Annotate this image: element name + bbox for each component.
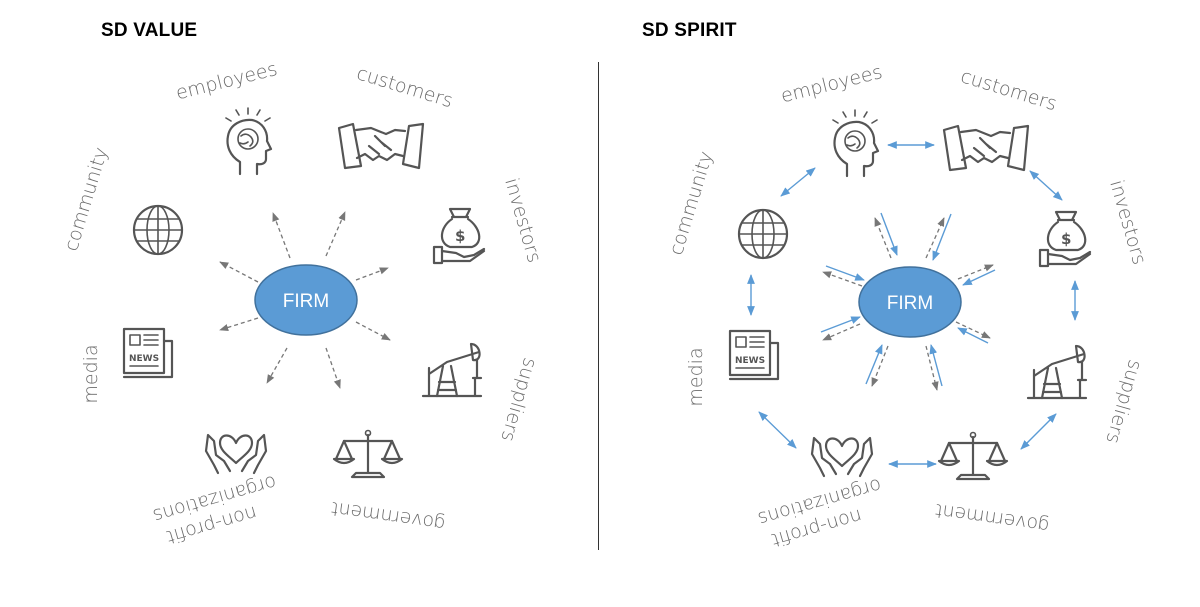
scales-icon bbox=[937, 431, 1009, 481]
label-media: media bbox=[685, 347, 707, 406]
label-investors: investors bbox=[1105, 178, 1150, 268]
label-government: government bbox=[934, 499, 1051, 537]
right-firm-node: FIRM bbox=[858, 266, 962, 338]
label-customers: customers bbox=[354, 62, 455, 112]
label-investors: investors bbox=[500, 176, 545, 266]
head-brain-icon bbox=[831, 108, 880, 178]
label-government: government bbox=[330, 497, 447, 535]
label-employees: employees bbox=[779, 61, 885, 107]
right-inward-solid-arrows bbox=[820, 212, 996, 387]
newspaper-icon bbox=[122, 327, 174, 379]
left-dashed-arrows bbox=[219, 211, 391, 389]
handshake-icon bbox=[942, 124, 1030, 172]
sd-value-diagram: FIRM employees customers investors suppl… bbox=[60, 58, 545, 548]
money-bag-hand-icon bbox=[1038, 210, 1092, 268]
label-community: community bbox=[665, 149, 717, 258]
panel-title-sd-value: SD VALUE bbox=[101, 20, 198, 41]
heart-hands-icon bbox=[810, 436, 874, 478]
label-employees: employees bbox=[174, 58, 280, 104]
label-community: community bbox=[60, 145, 112, 254]
label-media: media bbox=[80, 344, 102, 403]
label-suppliers: suppliers bbox=[1101, 357, 1146, 446]
head-brain-icon bbox=[224, 106, 273, 176]
sd-spirit-diagram: FIRM employees customers investors suppl… bbox=[665, 61, 1150, 551]
oil-pump-icon bbox=[421, 342, 483, 398]
heart-hands-icon bbox=[204, 433, 268, 475]
label-customers: customers bbox=[958, 65, 1059, 115]
panel-title-sd-spirit: SD SPIRIT bbox=[642, 20, 737, 41]
globe-icon bbox=[132, 204, 184, 256]
handshake-icon bbox=[337, 122, 425, 170]
money-bag-hand-icon bbox=[432, 207, 486, 265]
right-ring-arrows bbox=[747, 141, 1079, 468]
panel-divider bbox=[598, 62, 599, 550]
right-outward-dashed-arrows bbox=[822, 217, 994, 391]
firm-label: FIRM bbox=[887, 293, 933, 314]
oil-pump-icon bbox=[1026, 344, 1088, 400]
firm-label: FIRM bbox=[283, 291, 329, 312]
newspaper-icon bbox=[728, 329, 780, 381]
scales-icon bbox=[332, 429, 404, 479]
left-firm-node: FIRM bbox=[254, 264, 358, 336]
globe-icon bbox=[737, 208, 789, 260]
label-suppliers: suppliers bbox=[496, 355, 541, 444]
